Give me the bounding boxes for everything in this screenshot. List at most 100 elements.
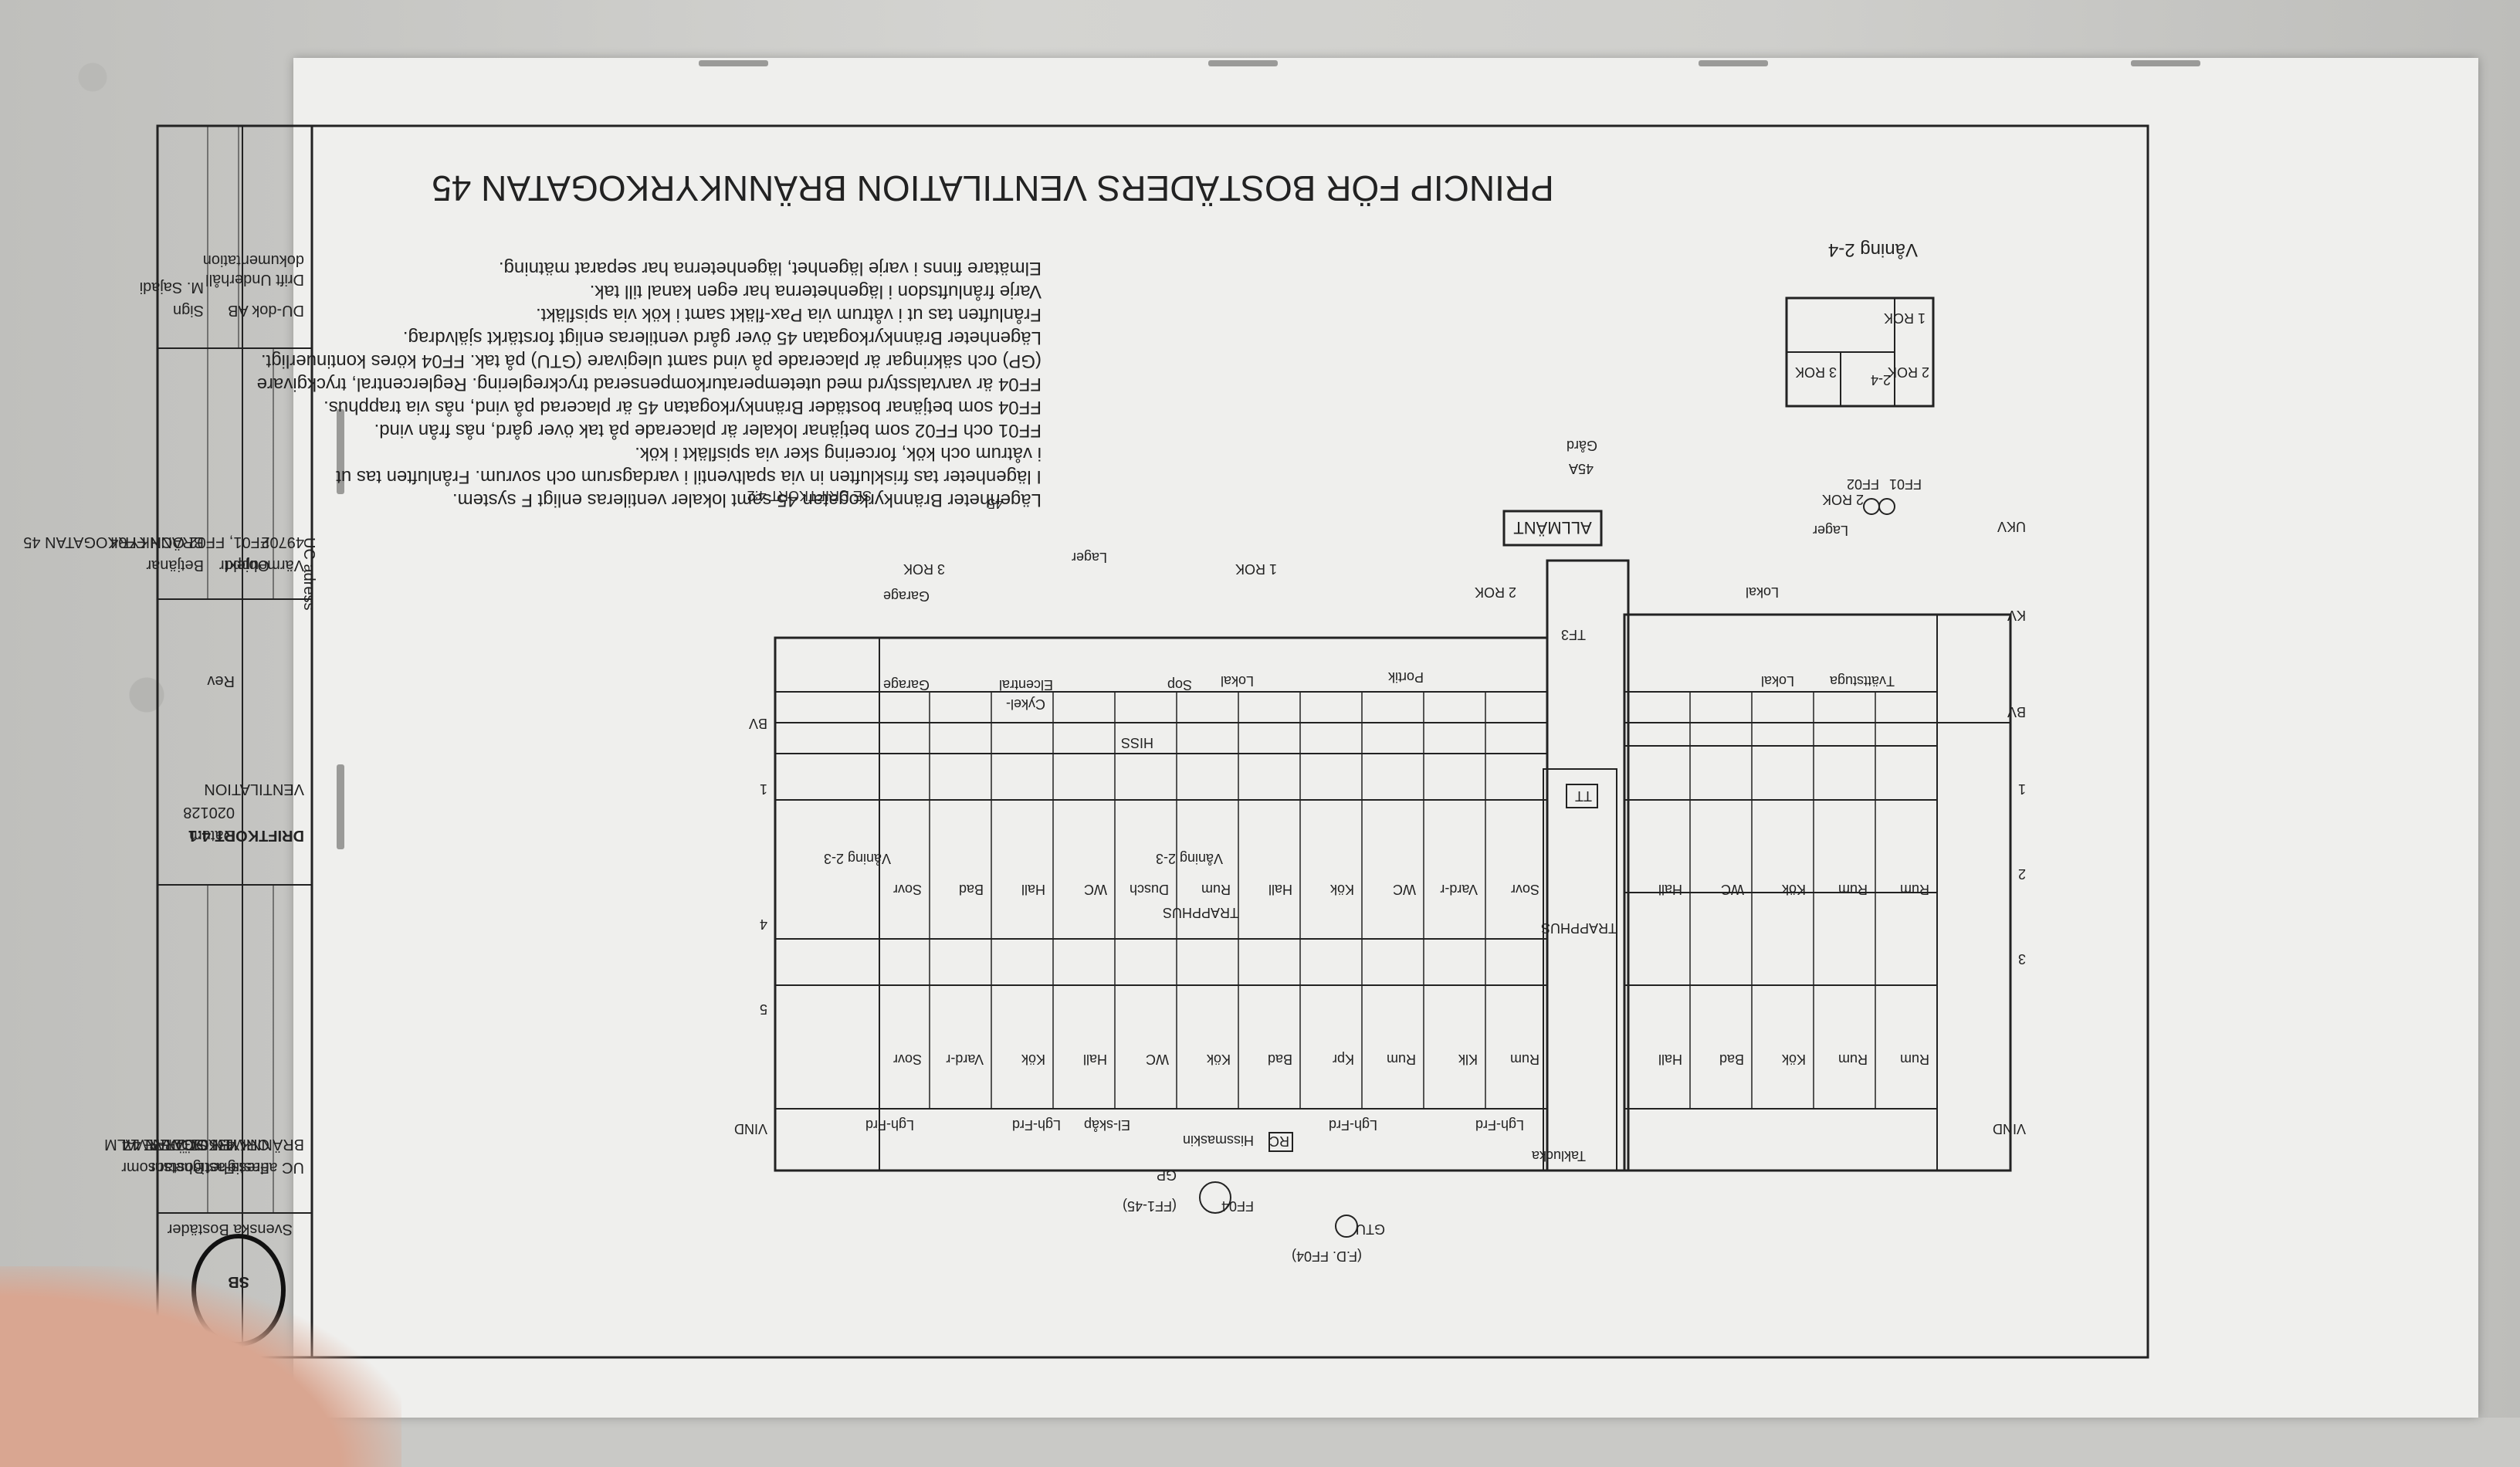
fastighet-value: ORMEN STÖRRE 14 <box>122 1136 269 1153</box>
uc-label: UC adress <box>300 537 317 610</box>
label-bv-right: BV <box>2007 704 2026 720</box>
marker-3rok: 3 ROK <box>903 561 945 577</box>
label-gtu: GTU <box>1356 1221 1385 1237</box>
room-tvattstuga: Tvättstuga <box>1829 673 1895 689</box>
fastighet-label: Fastighet <box>205 1159 269 1176</box>
fan-ff02-icon <box>1863 498 1880 515</box>
room-label: Rum <box>1838 882 1868 897</box>
label-gp: GP <box>1157 1167 1177 1183</box>
label-ff1: (FF1-45) <box>1123 1198 1177 1214</box>
label-hiss: HISS <box>1121 735 1153 750</box>
varmeuppd-label: Värmeuppdr <box>219 557 304 574</box>
note-line: FF04 är varvtalsstyrd med utetemperaturk… <box>257 374 1042 395</box>
room-lager: Lager <box>1072 550 1107 565</box>
room-garage: Garage <box>883 677 930 693</box>
rc-box-icon <box>1268 1132 1293 1152</box>
fastighetsnr-label: Fastighetsnr <box>150 1159 235 1176</box>
apartment-legend: 2 ROK 2-4 3 ROK 1 ROK Våning 2-4 <box>1785 239 1935 408</box>
document-sheet <box>293 58 2478 1418</box>
room-label: Kök <box>1206 1052 1231 1067</box>
legend-3rok: 3 ROK <box>1795 364 1837 380</box>
bostadsomr-value: SÖDERMALM <box>104 1136 204 1153</box>
allmant-badge <box>1502 510 1603 547</box>
room-label: WC <box>1084 882 1107 897</box>
bostadsomr-label: Bostadsomr <box>121 1159 204 1176</box>
label-ff02: FF02 <box>1847 476 1879 492</box>
note-line: i våtrum och kök, forcering sker via spi… <box>635 443 1042 464</box>
marker-2rok: 2 ROK <box>1475 584 1516 600</box>
logo-sub: Svenska Bostäder <box>167 1221 293 1238</box>
sign-value: M. Sajadi <box>140 279 204 296</box>
marker-1rok: 1 ROK <box>1235 561 1277 577</box>
room-label: Sovr <box>893 882 922 897</box>
room-label: WC <box>1721 882 1744 897</box>
tt-box-icon <box>1566 784 1598 808</box>
label-kv: KV <box>2007 608 2026 623</box>
room-label: Hall <box>1083 1052 1107 1067</box>
vaning-2-4-label: Våning 2-4 <box>1828 239 1918 260</box>
room-label: Hall <box>1021 882 1045 897</box>
room-label: Bad <box>1719 1052 1744 1067</box>
label-vaning-23b: Våning 2-3 <box>824 851 891 866</box>
label-vind: VIND <box>734 1121 767 1137</box>
room-label: Rum <box>1900 882 1929 897</box>
label-bv: BV <box>749 716 767 731</box>
company-name: DU-dok AB <box>228 302 304 319</box>
label-floor-1b: 1 <box>2018 781 2026 797</box>
sign-label: Sign <box>173 302 204 319</box>
room-cykel: Cykel- <box>1006 696 1045 712</box>
company-sub1: Drift Underhåll <box>205 271 304 288</box>
room-lokal-b: Lokal <box>1761 673 1794 689</box>
note-line: Lägenheter Brännkyrkogatan 45 över gård … <box>403 327 1042 348</box>
label-taklucka: Taklucka <box>1531 1148 1586 1164</box>
room-portik: Portik <box>1387 669 1424 685</box>
label-vind-right: VIND <box>1993 1121 2026 1137</box>
room-label: Rum <box>1201 882 1231 897</box>
fan-gtu-icon <box>1335 1215 1358 1238</box>
room-label: Sovr <box>893 1052 922 1067</box>
label-elskap: El-skåp <box>1084 1117 1130 1133</box>
objekt-label: Objekt <box>225 557 269 574</box>
rev-label: Rev <box>207 673 235 689</box>
room-label: Kök <box>1329 882 1354 897</box>
objekt-value: FF01, FF02 OCH FF04 <box>110 534 269 551</box>
binder-clip <box>1699 60 1768 66</box>
room-label: Kpr <box>1333 1052 1354 1067</box>
room-lager-b: Lager <box>1813 523 1848 538</box>
room-label: Bad <box>1268 1052 1292 1067</box>
note-line: Varje frånluftsdon i lägenheterna har eg… <box>590 281 1042 302</box>
marker-2rok-b: 2 ROK <box>1822 492 1864 507</box>
label-se-driftkort: SE DRIFTKORT 4:2 <box>747 488 872 503</box>
note-line: (GP) och säkringar är placerade på vind … <box>261 351 1042 371</box>
room-label: Sovr <box>1511 882 1539 897</box>
drawing-title: PRINCIP FÖR BOSTÄDERS VENTILATION BRÄNNK… <box>432 168 1554 208</box>
room-label: Rum <box>1387 1052 1416 1067</box>
label-hissmaskin: Hissmaskin <box>1183 1133 1254 1148</box>
room-label: Rum <box>1900 1052 1929 1067</box>
betjanar-value: BRÄNNKYRKOGATAN 45 <box>23 534 204 551</box>
room-elcentral: Elcentral <box>999 677 1053 693</box>
binder-clip <box>699 60 768 66</box>
note-line: Lägenheter Brännkyrkogatan 45 samt lokal… <box>452 490 1042 510</box>
note-line: FF04 som betjänar bostäder Brännkyrkogat… <box>323 397 1042 418</box>
room-label: Rum <box>1838 1052 1868 1067</box>
room-lokal: Lokal <box>1221 673 1254 689</box>
room-label: Bad <box>959 882 984 897</box>
label-rc: RC <box>1269 1133 1289 1149</box>
label-lgh-frd-3: Lgh-Frd <box>1012 1117 1061 1133</box>
label-gard: Gård <box>1567 438 1597 453</box>
legend-24: 2-4 <box>1871 372 1891 388</box>
binder-tab <box>337 409 344 494</box>
label-ff01: FF01 <box>1889 476 1922 492</box>
label-floor-1: 1 <box>760 781 767 797</box>
room-garage-b: Garage <box>883 588 930 604</box>
binder-tab <box>337 764 344 849</box>
room-label: Vard-r <box>1440 882 1478 897</box>
room-label: Kök <box>1781 882 1806 897</box>
card-title: DRIFTKORT 4:1 <box>188 827 304 844</box>
betjanar-label: Betjänar <box>146 557 204 574</box>
binder-clip <box>1208 60 1278 66</box>
fan-ff04-icon <box>1199 1181 1231 1214</box>
label-floor-2: 2 <box>2018 866 2026 882</box>
label-lgh-frd-1: Lgh-Frd <box>1475 1117 1524 1133</box>
